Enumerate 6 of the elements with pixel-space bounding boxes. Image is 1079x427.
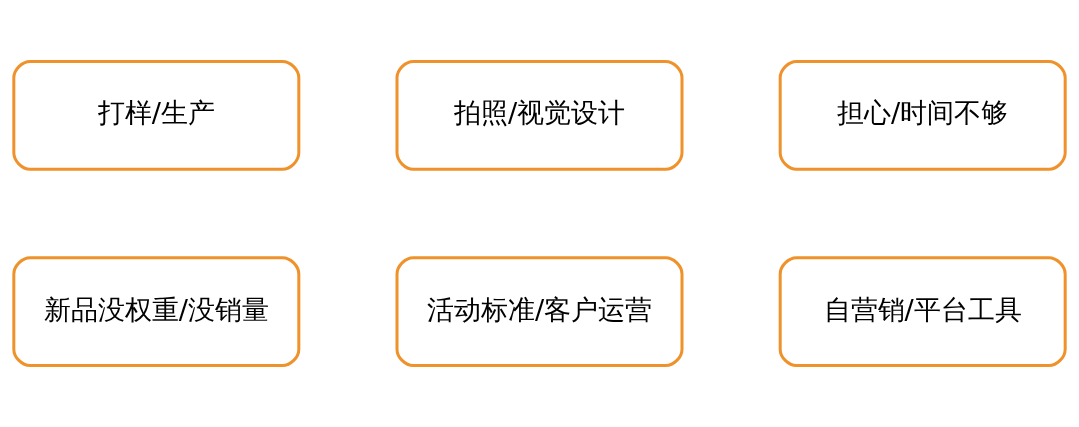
node-box: 活动标准/客户运营 xyxy=(395,256,684,368)
node-box: 自营销/平台工具 xyxy=(778,256,1067,368)
node-box: 担心/时间不够 xyxy=(778,59,1067,171)
node-box: 拍照/视觉设计 xyxy=(395,59,684,171)
node-box: 新品没权重/没销量 xyxy=(12,256,301,368)
node-box: 打样/生产 xyxy=(12,59,301,171)
